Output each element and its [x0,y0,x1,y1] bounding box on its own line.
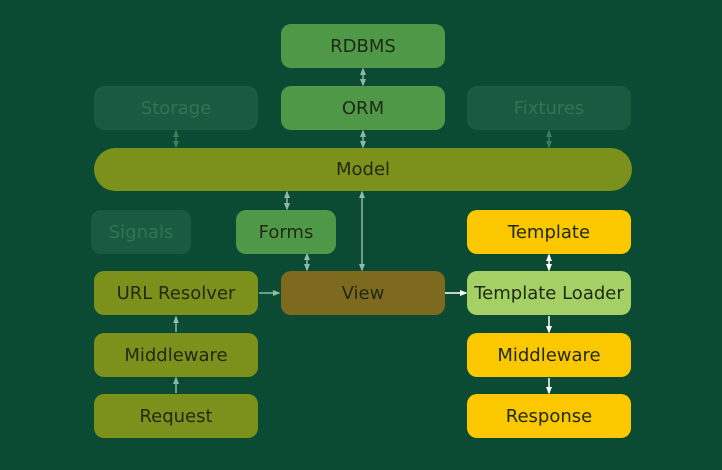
response-node: Response [467,394,631,438]
template-node: Template [467,210,631,254]
view-node: View [281,271,445,315]
request-node: Request [94,394,258,438]
url-resolver-node: URL Resolver [94,271,258,315]
storage-node: Storage [94,86,258,130]
middleware-request-node: Middleware [94,333,258,377]
signals-node: Signals [91,210,191,254]
model-node: Model [94,148,632,191]
orm-node: ORM [281,86,445,130]
rdbms-node: RDBMS [281,24,445,68]
template-loader-node: Template Loader [467,271,631,315]
middleware-response-node: Middleware [467,333,631,377]
forms-node: Forms [236,210,336,254]
fixtures-node: Fixtures [467,86,631,130]
